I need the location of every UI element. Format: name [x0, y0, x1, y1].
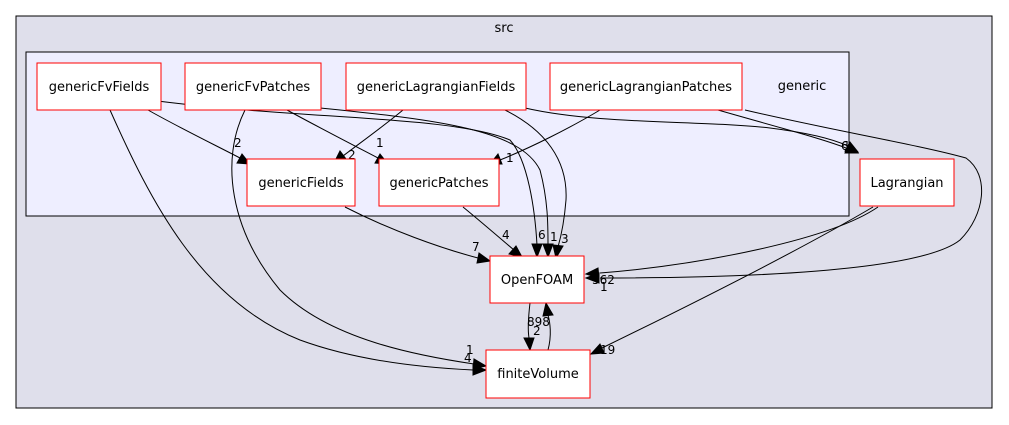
- node-label: genericFvPatches: [196, 80, 310, 95]
- node-genericPatches[interactable]: genericPatches: [378, 158, 500, 207]
- edge-lagfields-fields: [342, 109, 404, 157]
- edge-lagrangian-openfoam: [599, 206, 879, 274]
- edge-lagpatches-openfoam: [599, 109, 983, 279]
- arrowhead: [542, 301, 554, 317]
- edge-label: 1: [376, 136, 384, 150]
- node-OpenFOAM[interactable]: OpenFOAM: [489, 255, 585, 304]
- arrowhead: [552, 244, 564, 260]
- node-label: genericFields: [258, 176, 344, 191]
- edge-label: 6: [841, 139, 849, 153]
- node-label: genericFvFields: [49, 80, 150, 95]
- node-genericLagrangianFields[interactable]: genericLagrangianFields: [345, 62, 527, 111]
- edge-label: 2: [533, 324, 541, 338]
- edge-fvpatches-finitevolume: [231, 109, 475, 365]
- edge-label: 2: [348, 148, 356, 162]
- cluster-generic-label: generic: [778, 79, 827, 94]
- node-label: genericPatches: [389, 176, 488, 191]
- arrowhead: [476, 252, 492, 264]
- edge-patches-openfoam: [462, 206, 515, 251]
- arrowhead: [523, 337, 535, 352]
- edge-fields-openfoam: [344, 206, 479, 259]
- arrowhead: [472, 358, 488, 370]
- edge-fvfields-finitevolume: [109, 109, 474, 371]
- edge-finitevolume-openfoam: [547, 314, 551, 351]
- edge-label: 4: [502, 228, 510, 242]
- arrowhead: [531, 243, 543, 259]
- cluster-src-label: src: [495, 21, 514, 36]
- edge-label: 1: [843, 139, 851, 153]
- node-label: OpenFOAM: [501, 273, 573, 288]
- node-label: finiteVolume: [497, 367, 579, 382]
- node-label: genericLagrangianFields: [357, 80, 516, 95]
- edge-label: 1: [600, 280, 608, 294]
- edge-label: 1: [550, 230, 558, 244]
- edge-label: 1: [466, 343, 474, 357]
- node-genericFvPatches[interactable]: genericFvPatches: [184, 62, 322, 111]
- edge-label: 2: [234, 136, 242, 150]
- node-Lagrangian[interactable]: Lagrangian: [859, 158, 955, 207]
- node-label: Lagrangian: [870, 176, 943, 191]
- node-genericFvFields[interactable]: genericFvFields: [36, 62, 162, 111]
- edge-fvpatches-patches: [286, 109, 379, 159]
- edge-fvfields-fields: [147, 109, 241, 159]
- arrowhead: [589, 343, 605, 355]
- arrowhead: [542, 243, 554, 259]
- edge-label: 7: [472, 240, 480, 254]
- edge-label: 898: [527, 315, 550, 329]
- edge-lagpatches-lagrangian: [717, 109, 847, 149]
- edge-label: 4: [464, 351, 472, 365]
- node-finiteVolume[interactable]: finiteVolume: [485, 349, 591, 399]
- edge-label: 6: [538, 228, 546, 242]
- edge-fvpatches-openfoam: [319, 107, 549, 246]
- node-genericFields[interactable]: genericFields: [246, 158, 356, 207]
- arrowhead: [584, 267, 600, 279]
- edge-openfoam-finitevolume: [527, 302, 531, 339]
- edge-label: 1: [506, 151, 514, 165]
- edge-lagfields-openfoam: [504, 109, 567, 248]
- edge-lagfields-lagrangian: [524, 107, 849, 147]
- edge-lagrangian-finitevolume: [601, 206, 874, 349]
- edge-label: 19: [600, 343, 615, 357]
- edge-label: 3: [561, 232, 569, 246]
- node-genericLagrangianPatches[interactable]: genericLagrangianPatches: [549, 62, 743, 111]
- arrowhead: [844, 143, 860, 154]
- node-label: genericLagrangianPatches: [560, 80, 732, 95]
- edge-lagpatches-patches: [499, 109, 601, 161]
